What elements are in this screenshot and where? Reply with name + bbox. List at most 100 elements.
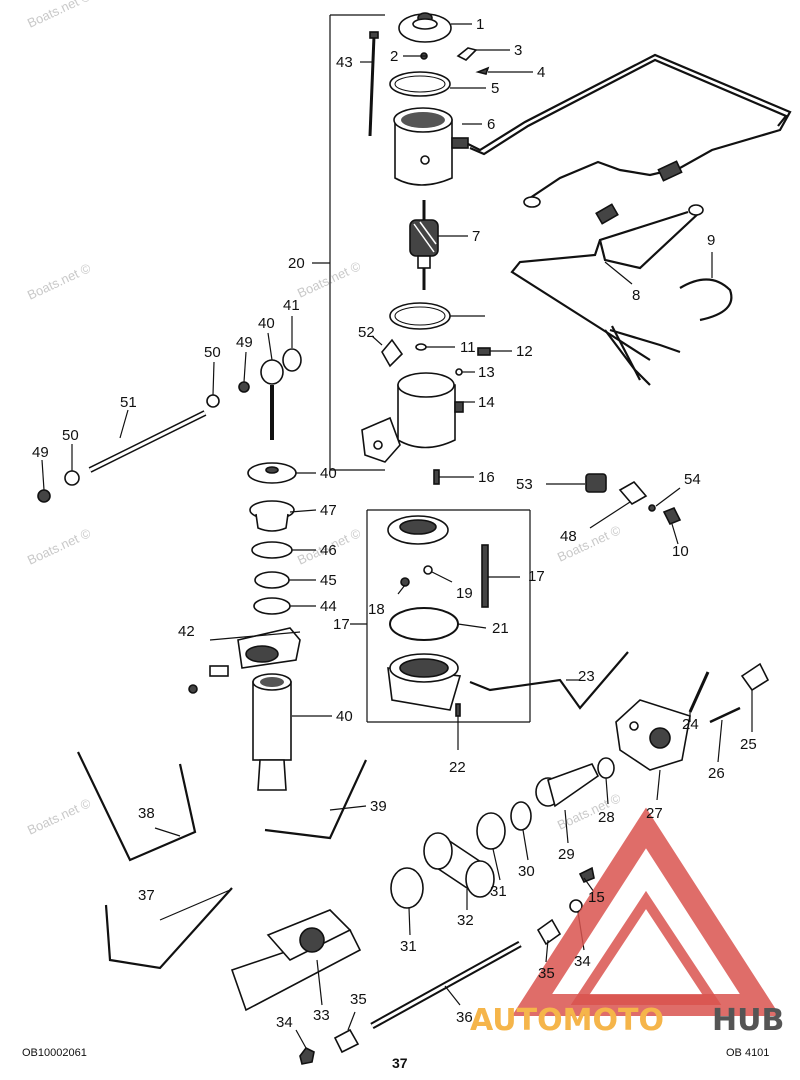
- label-30: 30: [518, 863, 535, 880]
- label-39: 39: [370, 798, 387, 815]
- label-32: 32: [457, 912, 474, 929]
- part-50-washer-lower: [64, 470, 80, 486]
- label-29: 29: [558, 846, 575, 863]
- part-53-terminal-block: [585, 473, 607, 493]
- label-50-lower: 50: [62, 427, 79, 444]
- part-8-wire-harness: [510, 203, 704, 386]
- part-23-tube: [469, 651, 629, 710]
- part-14-end-housing: [361, 372, 464, 463]
- watermark-text: Boats.net ©: [25, 260, 93, 303]
- label-43: 43: [336, 54, 353, 71]
- part-51-rod-highlight: [89, 411, 206, 472]
- part-17-strip: [481, 544, 489, 608]
- label-28: 28: [598, 809, 615, 826]
- label-46: 46: [320, 542, 337, 559]
- label-33: 33: [313, 1007, 330, 1024]
- part-17-cover: [387, 515, 449, 545]
- brand-name-part1: AUTOMOTO: [470, 1003, 664, 1038]
- part-48-gasket: [618, 480, 648, 506]
- part-labels: 1 2 3 4 5 6 7 8 9 10 11 12 13 14 15 16 1…: [32, 16, 757, 1031]
- watermark-text: Boats.net ©: [25, 525, 93, 568]
- label-21: 21: [492, 620, 509, 637]
- part-31-seal-ring-b: [476, 812, 506, 850]
- label-40-cylinder: 40: [336, 708, 353, 725]
- watermarks: Boats.net © Boats.net © Boats.net © Boat…: [25, 0, 623, 838]
- part-54-screw: [648, 504, 656, 512]
- label-9: 9: [707, 232, 715, 249]
- part-40-lower-cylinder: [252, 673, 292, 791]
- label-52: 52: [358, 324, 375, 341]
- label-44: 44: [320, 598, 337, 615]
- watermark-text: Boats.net ©: [295, 258, 363, 301]
- label-8: 8: [632, 287, 640, 304]
- label-53: 53: [516, 476, 533, 493]
- part-49-nut-lower: [37, 489, 51, 503]
- part-41-bushing: [282, 348, 302, 372]
- part-27-pump-body: [615, 699, 691, 771]
- label-19: 19: [456, 585, 473, 602]
- part-46-seal: [251, 541, 293, 559]
- automotohub-logo: AUTOMOTO HUB: [470, 807, 784, 1038]
- part-35-bushing: [333, 1028, 360, 1054]
- part-7-armature: [409, 200, 439, 290]
- part-21-o-ring: [389, 607, 459, 641]
- label-12: 12: [516, 343, 533, 360]
- part-44-seal: [253, 597, 291, 615]
- part-3-clip: [456, 47, 478, 61]
- part-4-clip: [475, 66, 490, 75]
- part-12-fitting: [477, 347, 491, 356]
- label-4: 4: [537, 64, 545, 81]
- part-26-screw: [709, 706, 741, 724]
- part-38-tube: [77, 751, 197, 862]
- label-17-left: 17: [333, 616, 350, 633]
- part-16-pin: [433, 469, 440, 485]
- part-17-reservoir-base: [387, 653, 462, 711]
- part-29-piston-rod: [535, 763, 600, 808]
- label-47: 47: [320, 502, 337, 519]
- label-49-lower: 49: [32, 444, 49, 461]
- label-10: 10: [672, 543, 689, 560]
- part-42-valve-assembly: [188, 627, 301, 694]
- label-13: 13: [478, 364, 495, 381]
- label-37: 37: [138, 887, 155, 904]
- label-31-right: 31: [490, 883, 507, 900]
- label-23: 23: [578, 668, 595, 685]
- label-31-left: 31: [400, 938, 417, 955]
- part-6-motor-housing: [393, 107, 469, 186]
- label-38: 38: [138, 805, 155, 822]
- wire-harness-upper: [467, 53, 792, 208]
- label-27: 27: [646, 805, 663, 822]
- part-40-cap: [247, 462, 297, 484]
- label-6: 6: [487, 116, 495, 133]
- part-52-clip: [381, 338, 404, 368]
- page-number: 37: [392, 1055, 408, 1071]
- label-11: 11: [460, 339, 476, 356]
- label-26: 26: [708, 765, 725, 782]
- label-34-right: 34: [574, 953, 591, 970]
- label-7: 7: [472, 228, 480, 245]
- assembly-bracket-17: [366, 509, 531, 723]
- label-20: 20: [288, 255, 305, 272]
- label-18: 18: [368, 601, 385, 618]
- label-24: 24: [682, 716, 699, 733]
- label-40-cap: 40: [320, 465, 337, 482]
- label-3: 3: [514, 42, 522, 59]
- label-1: 1: [476, 16, 484, 33]
- part-11-washer: [415, 343, 427, 351]
- part-37-tube: [104, 887, 233, 970]
- part-40-upper-cylinder: [260, 359, 284, 440]
- part-50-washer: [206, 394, 220, 408]
- label-16: 16: [478, 469, 495, 486]
- label-40-upper: 40: [258, 315, 275, 332]
- label-50-upper: 50: [204, 344, 221, 361]
- label-35-right: 35: [538, 965, 555, 982]
- label-15: 15: [588, 889, 605, 906]
- label-54: 54: [684, 471, 701, 488]
- label-41: 41: [283, 297, 300, 314]
- part-13-screw: [455, 368, 463, 376]
- label-2: 2: [390, 48, 398, 65]
- part-33-mounting-bracket: [230, 909, 362, 1012]
- part-9-retaining-ring: [679, 278, 733, 322]
- part-47-piston: [249, 500, 295, 532]
- label-34-left: 34: [276, 1014, 293, 1031]
